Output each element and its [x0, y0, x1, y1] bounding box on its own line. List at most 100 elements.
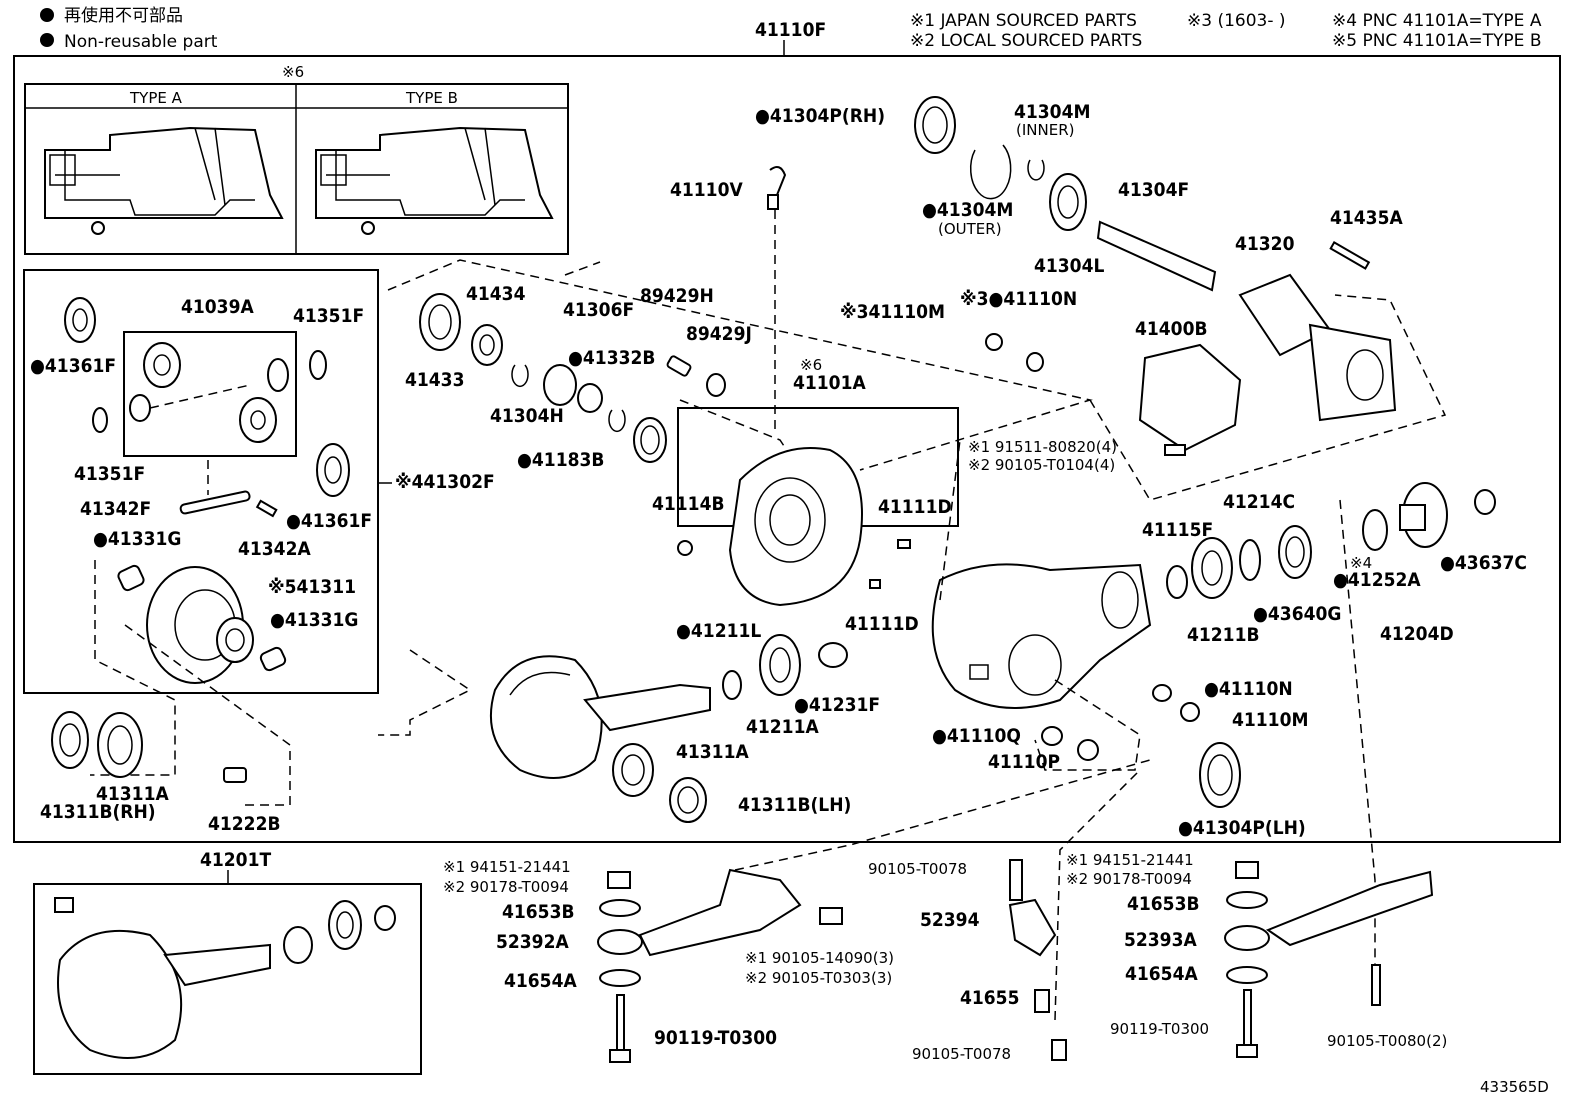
diff-case-drawing — [117, 564, 287, 684]
part-labels: ●41304P(RH) 41304M(INNER) ●41304M(OUTER) 41… — [30, 101, 1527, 1063]
part-number-label: 41211B — [1187, 624, 1260, 646]
carrier-type-a-drawing — [44, 126, 284, 235]
part-number-label: 52394 — [920, 909, 980, 931]
part-number-label: 90105-T0078 — [868, 860, 967, 878]
part-number-label: ●41331G — [93, 528, 181, 550]
part-number-label: 41115F — [1142, 519, 1213, 541]
part-number-label: 41204D — [1380, 623, 1454, 645]
part-number-label: 41222B — [208, 813, 281, 835]
part-number-label: 90105-T0078 — [912, 1045, 1011, 1063]
part-number-label: 90119-T0300 — [654, 1027, 777, 1049]
note-3: ※3 (1603- ) — [1187, 11, 1286, 31]
diagram-id: 433565D — [1480, 1078, 1549, 1096]
part-number-label: ※2 90178-T0094 — [1066, 870, 1192, 888]
note-4: ※4 PNC 41101A=TYPE A — [1332, 11, 1542, 31]
bullet-icon — [40, 8, 54, 22]
assembly-label-main: 41110F — [755, 19, 826, 41]
note-1: ※1 JAPAN SOURCED PARTS — [910, 11, 1137, 31]
mount-center-drawing — [1008, 859, 1067, 1061]
part-number-label: 41351F — [74, 463, 145, 485]
part-number-label: ●41252A — [1333, 569, 1421, 591]
part-number-label: ●41361F — [30, 355, 116, 377]
bullet-icon — [40, 33, 54, 47]
part-number-label: 41435A — [1330, 207, 1403, 229]
part-number-label: 41311B(RH) — [40, 801, 156, 823]
part-number-label: 41306F — [563, 299, 634, 321]
part-number-label: ※341110M — [840, 301, 945, 323]
part-number-label: ●41332B — [568, 347, 655, 369]
type-ref: ※6 — [282, 63, 304, 81]
part-number-label: 41434 — [466, 283, 526, 305]
part-number-label: 89429H — [640, 285, 714, 307]
part-number-label: 41110M — [1232, 709, 1308, 731]
diff-washers-drawing — [64, 297, 350, 518]
part-number-label: ●41183B — [517, 449, 604, 471]
part-number-label: ※1 90105-14090(3) — [745, 949, 894, 967]
type-b-label: TYPE B — [405, 89, 458, 107]
part-number-label: ※3●41110N — [960, 288, 1077, 310]
part-number-label: ●41331G — [270, 609, 358, 631]
side-bearings-drawing — [1166, 482, 1496, 599]
part-number-label: ※2 90105-T0303(3) — [745, 969, 892, 987]
part-number-label: (OUTER) — [938, 220, 1002, 238]
actuator-drawing — [1138, 343, 1242, 456]
part-number-label: 41111D — [845, 613, 919, 635]
part-number-label: 41304L — [1034, 255, 1104, 277]
main-assembly-frame — [13, 55, 1561, 843]
ring-gear-pinion-drawing — [489, 634, 848, 823]
breather-drawing — [767, 165, 787, 430]
part-number-label: 41311A — [676, 741, 749, 763]
legend: 再使用不可部品 Non-reusable part — [40, 5, 218, 52]
part-number-label: ●41304M — [922, 199, 1013, 221]
part-number-label: ●43637C — [1440, 552, 1527, 574]
part-number-label: 41101A — [793, 372, 866, 394]
differential-housing-drawing — [931, 563, 1152, 709]
part-number-label: ※1 94151-21441 — [1066, 851, 1194, 869]
assembly-label-ring-set: 41201T — [200, 849, 271, 871]
part-number-label: ●41304P(RH) — [755, 105, 885, 127]
part-number-label: ●41231F — [794, 694, 880, 716]
part-number-label: ※441302F — [395, 471, 495, 493]
part-number-label: ※2 90178-T0094 — [443, 878, 569, 896]
part-number-label: 41433 — [405, 369, 464, 391]
part-number-label: ※2 90105-T0104(4) — [968, 456, 1115, 474]
part-number-label: 41311B(LH) — [738, 794, 851, 816]
part-number-label: 41654A — [1125, 963, 1198, 985]
part-number-label: ※1 91511-80820(4) — [968, 438, 1117, 456]
part-number-label: ※4 — [1350, 554, 1372, 572]
part-number-label: 41211A — [746, 716, 819, 738]
part-number-label: 41039A — [181, 296, 254, 318]
note-5: ※5 PNC 41101A=TYPE B — [1332, 31, 1542, 51]
part-number-label: 41655 — [960, 987, 1019, 1009]
part-number-label: ●43640G — [1253, 603, 1341, 625]
pinion-gear-box — [123, 331, 297, 457]
part-number-label: 41214C — [1223, 491, 1295, 513]
part-number-label: 52392A — [496, 931, 569, 953]
type-box: ※6 TYPE A TYPE B — [24, 63, 569, 255]
carrier-type-b-drawing — [315, 126, 554, 235]
notes: ※1 JAPAN SOURCED PARTS ※2 LOCAL SOURCED … — [910, 11, 1542, 51]
pinion-bearings-drawing — [419, 293, 726, 463]
part-number-label: ●41361F — [286, 510, 372, 532]
part-number-label: 41653B — [502, 901, 575, 923]
part-number-label: 41351F — [293, 305, 364, 327]
part-number-label: 41320 — [1235, 233, 1295, 255]
part-number-label: ●41110N — [1204, 678, 1293, 700]
pinion-gears-drawing — [129, 342, 289, 443]
ring-set-drawing — [54, 897, 396, 1059]
part-number-label: 41342F — [80, 498, 151, 520]
part-number-label: 52393A — [1124, 929, 1197, 951]
part-number-label: 89429J — [686, 323, 752, 345]
part-number-label: 41304H — [490, 405, 564, 427]
mount-right-drawing — [1224, 861, 1434, 1058]
part-number-label: ●41211L — [676, 620, 761, 642]
legend-en: Non-reusable part — [64, 32, 218, 52]
part-number-label: 41304M — [1014, 101, 1090, 123]
legend-ja: 再使用不可部品 — [64, 5, 183, 26]
carrier-cover-drawing — [677, 407, 959, 607]
part-number-label: 90105-T0080(2) — [1327, 1032, 1447, 1050]
part-number-label: (INNER) — [1016, 121, 1074, 139]
differential-box-frame — [23, 269, 379, 694]
part-number-label: 41400B — [1135, 318, 1208, 340]
